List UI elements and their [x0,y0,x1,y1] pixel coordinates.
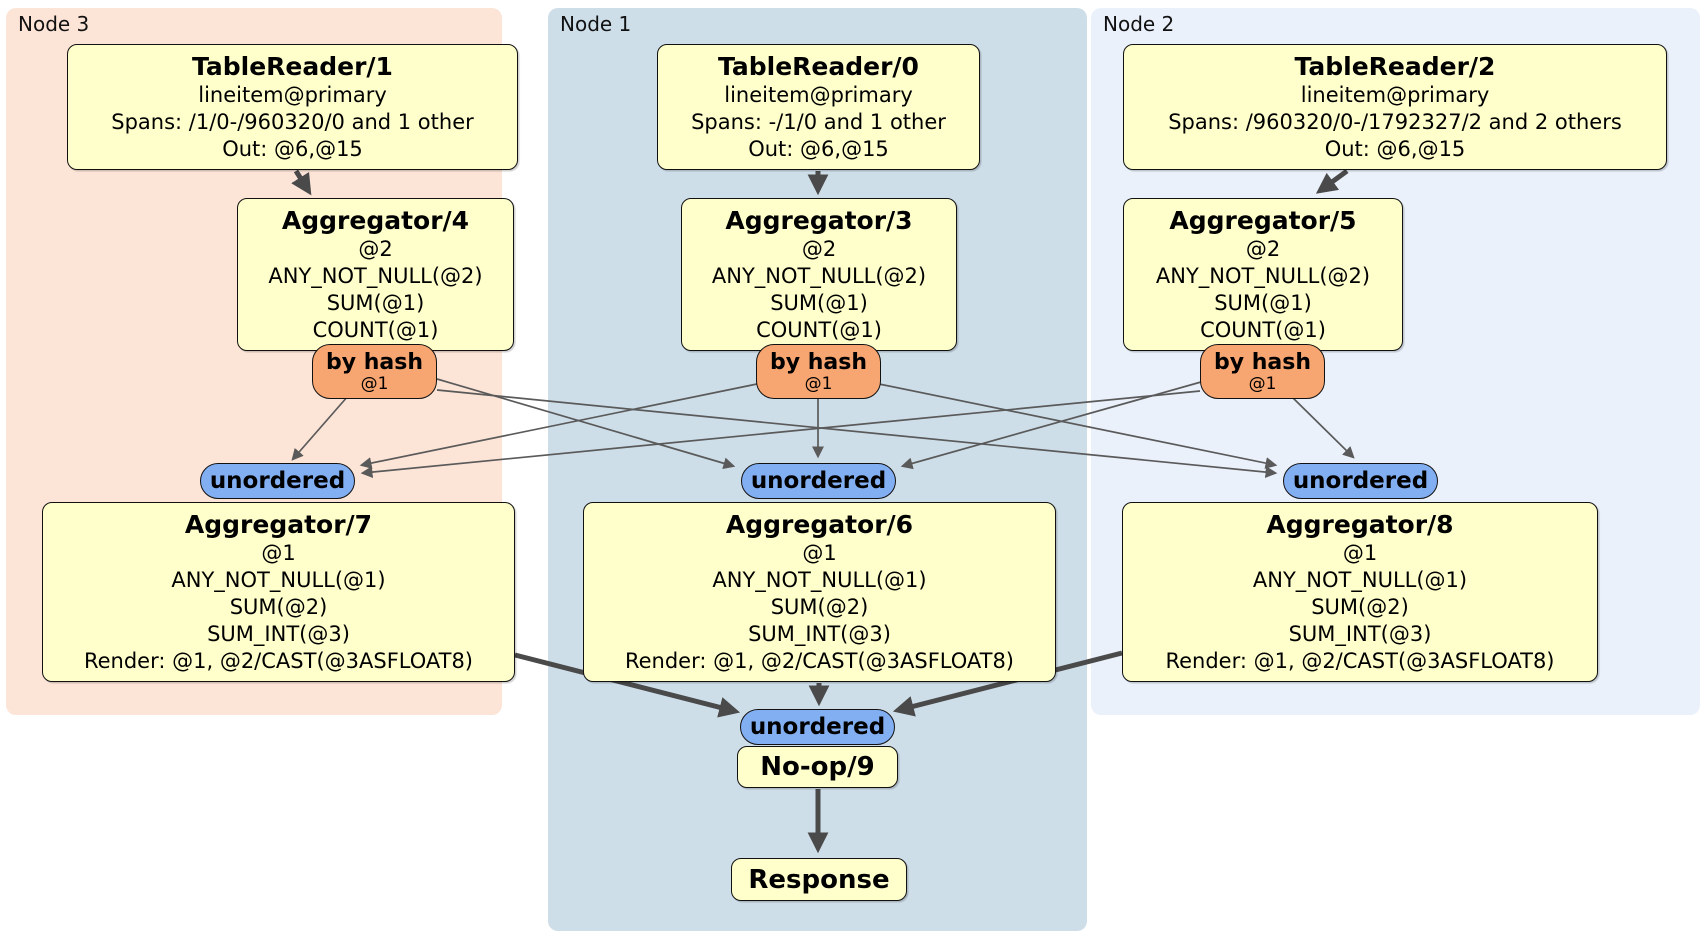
agg-fn: COUNT(@1) [756,317,882,342]
router-label: by hash [769,349,867,375]
agg-fn: SUM(@1) [1214,290,1312,315]
agg-fn: ANY_NOT_NULL(@2) [1155,263,1371,288]
edge-hash3-to-sync1 [436,378,736,470]
processor-index: lineitem@primary [198,82,387,107]
router-label: by hash [325,349,423,375]
processor-title: TableReader/0 [718,51,919,81]
agg-fn: ANY_NOT_NULL(@2) [711,263,927,288]
processor-tablereader-0: TableReader/0 lineitem@primary Spans: -/… [657,44,980,170]
agg-render: Render: @1, @2/CAST(@3ASFLOAT8) [624,648,1015,673]
router-detail: @1 [1248,373,1277,394]
router-label: by hash [1213,349,1311,375]
region-label-node-1: Node 1 [560,12,632,36]
edge-hash3-to-sync2 [436,389,1278,478]
processor-aggregator-3: Aggregator/3 @2 ANY_NOT_NULL(@2) SUM(@1)… [681,198,957,351]
agg-fn: ANY_NOT_NULL(@1) [171,567,386,592]
sync-unordered-node2: unordered [1283,463,1438,499]
agg-fn: COUNT(@1) [1200,317,1326,342]
processor-aggregator-4: Aggregator/4 @2 ANY_NOT_NULL(@2) SUM(@1)… [237,198,514,351]
processor-out: Out: @6,@15 [222,136,363,161]
processor-out: Out: @6,@15 [748,136,889,161]
processor-spans: Spans: /1/0-/960320/0 and 1 other [111,109,474,134]
response-title: Response [748,864,890,895]
edge-hash2-to-sync2 [1290,395,1355,459]
edge-hash2-to-sync1 [900,381,1202,470]
region-label-node-3: Node 3 [18,12,90,36]
processor-title: TableReader/1 [192,51,393,81]
sync-unordered-final: unordered [740,709,895,745]
agg-group-cols: @1 [1342,540,1378,565]
agg-fn: SUM_INT(@3) [207,621,350,646]
processor-title: No-op/9 [760,752,875,782]
agg-fn: ANY_NOT_NULL(@1) [1252,567,1468,592]
agg-fn: SUM_INT(@3) [1288,621,1432,646]
edge-hash1-to-sync2 [878,383,1278,469]
agg-fn: SUM_INT(@3) [748,621,891,646]
agg-fn: COUNT(@1) [312,317,439,342]
agg-fn: ANY_NOT_NULL(@1) [712,567,927,592]
agg-group-cols: @1 [802,540,837,565]
router-by-hash-node2: by hash @1 [1200,344,1325,399]
agg-fn: SUM(@1) [326,290,425,315]
agg-group-cols: @2 [1245,236,1281,261]
processor-tablereader-1: TableReader/1 lineitem@primary Spans: /1… [67,44,518,170]
processor-aggregator-5: Aggregator/5 @2 ANY_NOT_NULL(@2) SUM(@1)… [1123,198,1403,351]
agg-fn: SUM(@2) [1311,594,1409,619]
region-label-node-2: Node 2 [1103,12,1175,36]
processor-title: Aggregator/6 [725,509,914,539]
edge-agg7-to-final-sync [514,652,741,718]
agg-group-cols: @2 [358,236,393,261]
processor-aggregator-6: Aggregator/6 @1 ANY_NOT_NULL(@1) SUM(@2)… [583,502,1056,682]
agg-fn: SUM(@1) [770,290,868,315]
processor-title: Aggregator/3 [725,205,913,235]
agg-group-cols: @2 [801,236,837,261]
processor-aggregator-8: Aggregator/8 @1 ANY_NOT_NULL(@1) SUM(@2)… [1122,502,1598,682]
processor-title: Aggregator/7 [184,509,373,539]
agg-render: Render: @1, @2/CAST(@3ASFLOAT8) [1165,648,1555,673]
processor-title: TableReader/2 [1294,51,1496,81]
agg-fn: SUM(@2) [770,594,869,619]
router-detail: @1 [804,373,833,394]
processor-index: lineitem@primary [1300,82,1490,107]
processor-spans: Spans: /960320/0-/1792327/2 and 2 others [1168,109,1622,134]
processor-noop: No-op/9 [737,746,898,788]
processor-title: Aggregator/8 [1266,509,1454,539]
sync-unordered-node1: unordered [741,463,896,499]
processor-tablereader-2: TableReader/2 lineitem@primary Spans: /9… [1123,44,1667,170]
edge-hash1-to-sync3 [359,383,758,469]
agg-fn: SUM(@2) [229,594,328,619]
router-by-hash-node1: by hash @1 [756,344,881,399]
processor-out: Out: @6,@15 [1324,136,1466,161]
processor-spans: Spans: -/1/0 and 1 other [691,109,946,134]
processor-title: Aggregator/5 [1169,205,1357,235]
processor-aggregator-7: Aggregator/7 @1 ANY_NOT_NULL(@1) SUM(@2)… [42,502,515,682]
agg-fn: ANY_NOT_NULL(@2) [268,263,483,288]
edge-hash3-to-sync3 [291,395,349,461]
edge-hash2-to-sync3 [360,390,1201,478]
edge-tr2-to-agg5 [1315,168,1349,194]
router-detail: @1 [360,373,389,394]
router-by-hash-node3: by hash @1 [312,344,437,399]
response-node: Response [731,858,907,901]
sync-unordered-node3: unordered [200,463,355,499]
agg-group-cols: @1 [261,540,296,565]
edge-tr1-to-agg4 [291,169,312,196]
processor-index: lineitem@primary [724,82,913,107]
agg-render: Render: @1, @2/CAST(@3ASFLOAT8) [83,648,474,673]
processor-title: Aggregator/4 [281,205,470,235]
